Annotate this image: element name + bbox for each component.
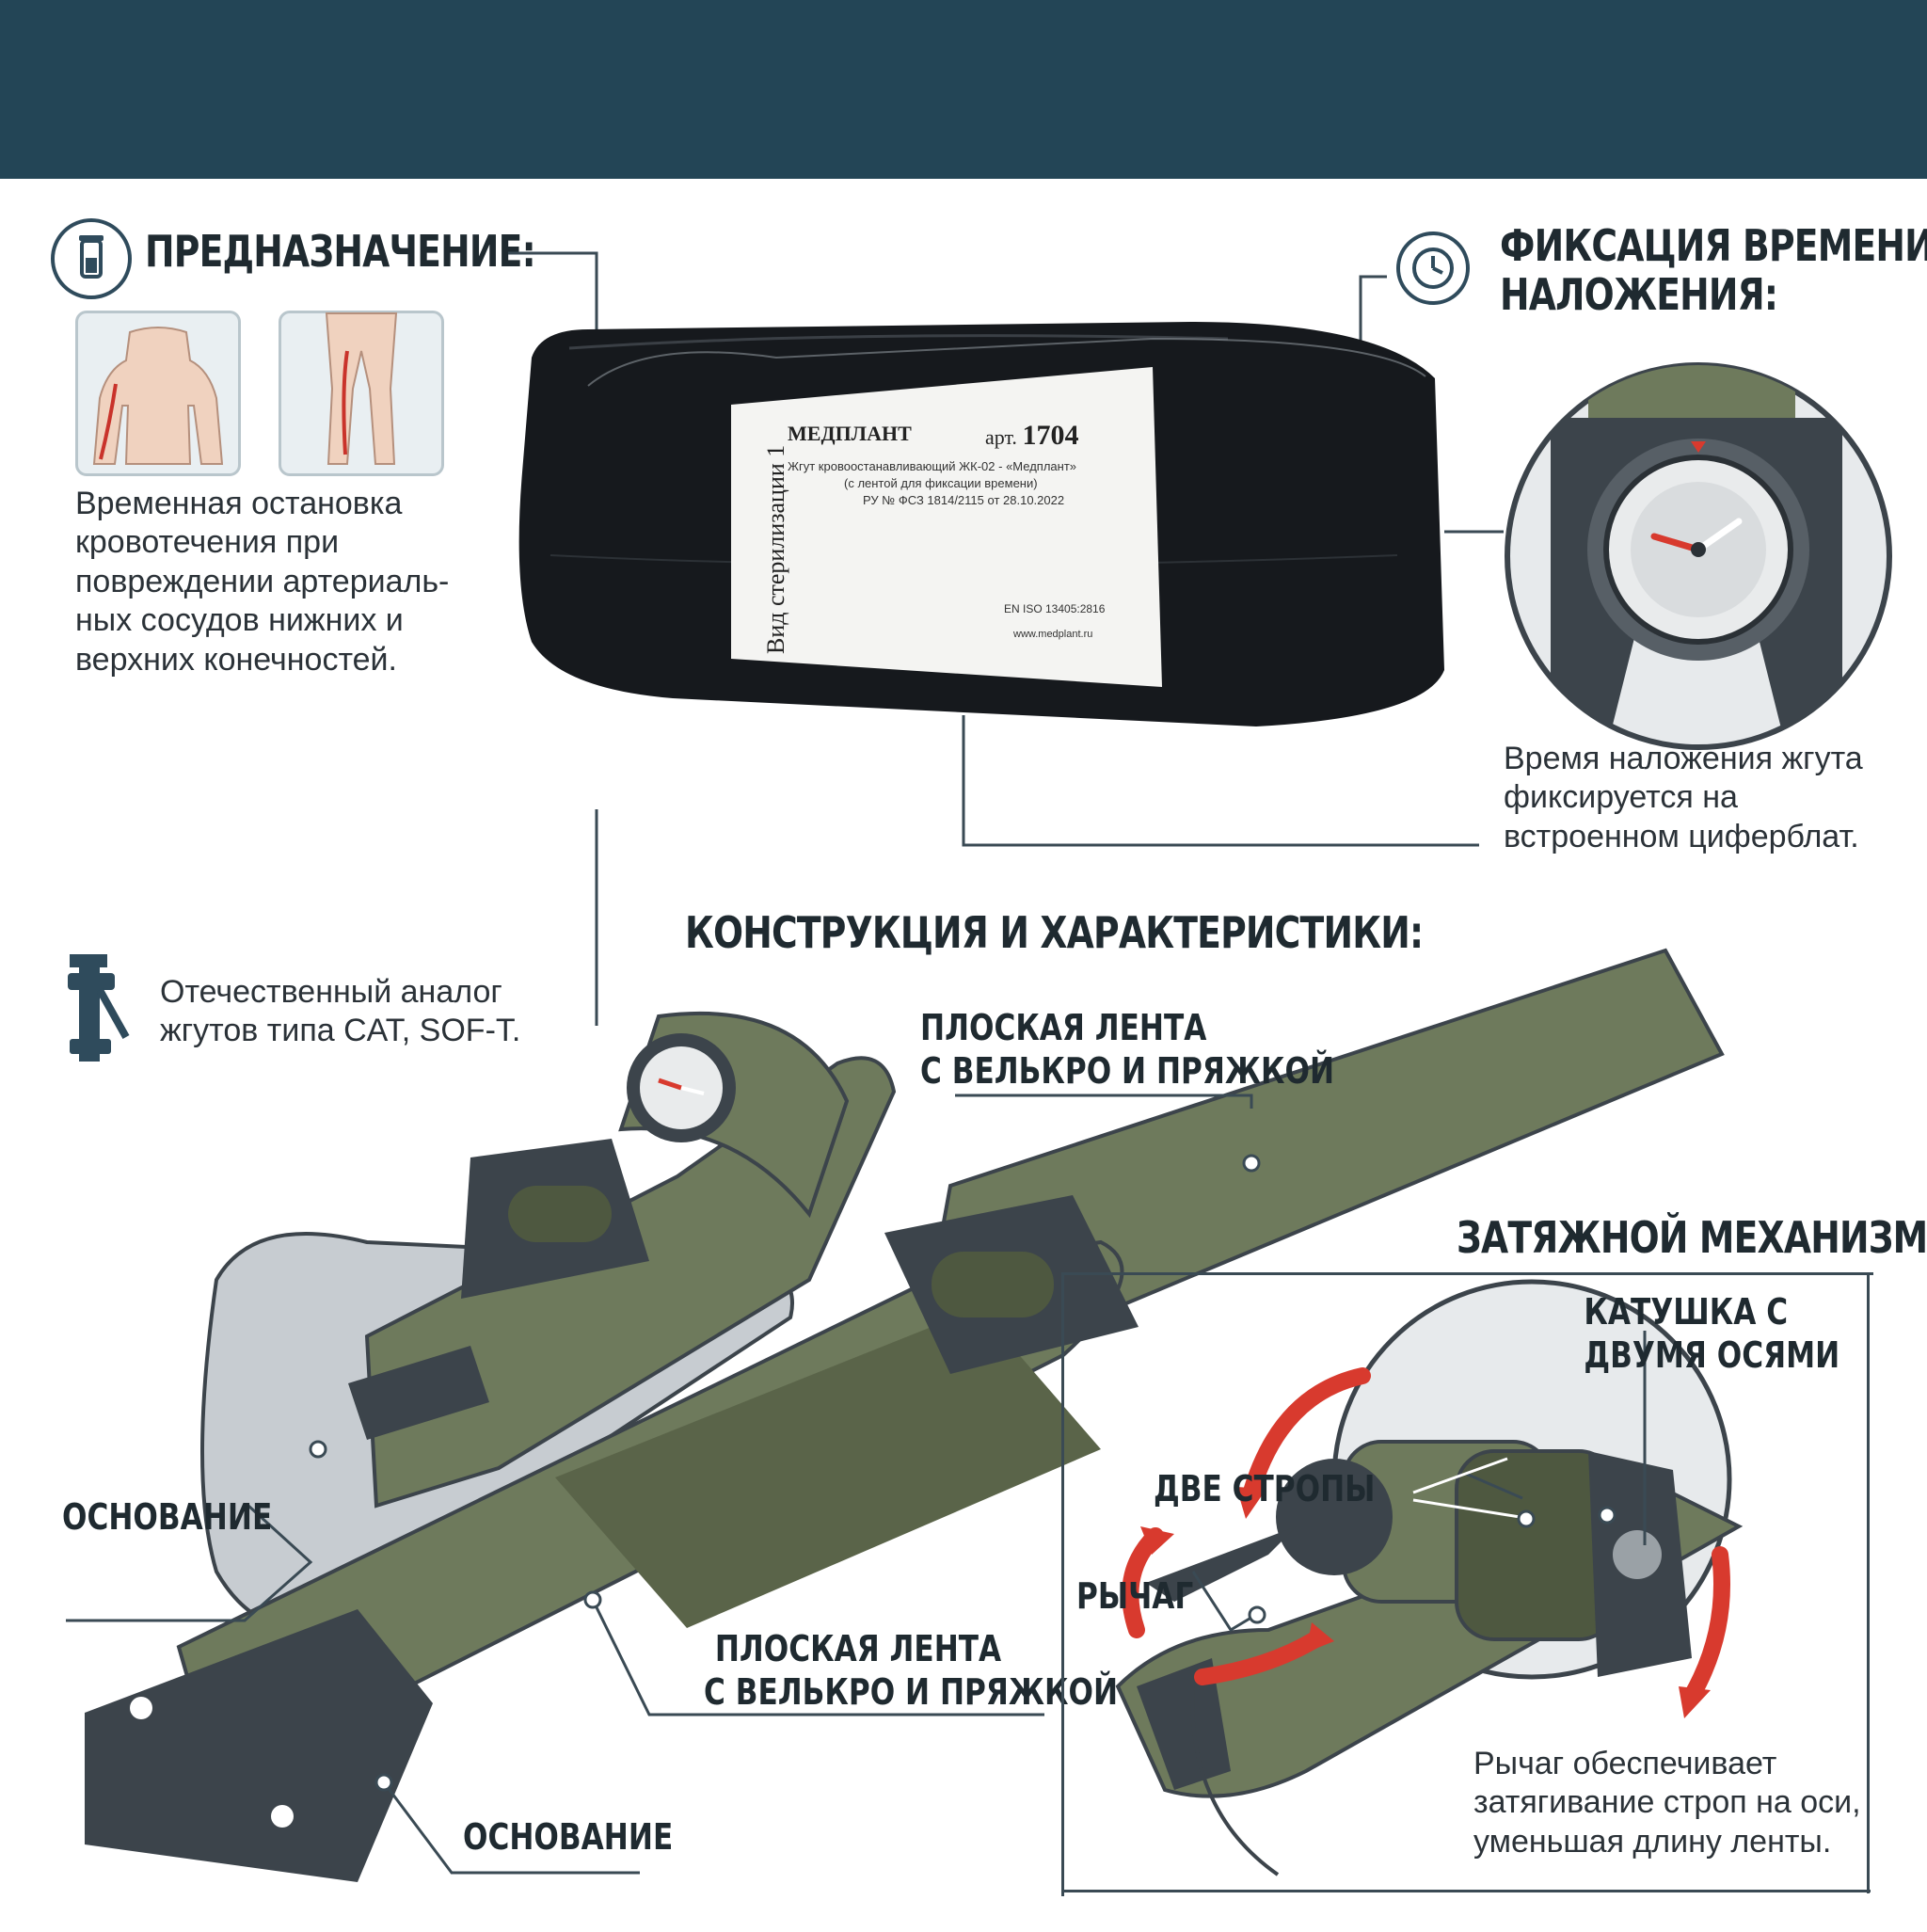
mechanism-frame — [1061, 1272, 1873, 1896]
analog-line-1: Отечественный аналог — [160, 974, 502, 1010]
mechanism-line-2: затягивание строп на оси, — [1473, 1784, 1861, 1821]
base-bottom-label: ОСНОВАНИЕ — [463, 1816, 674, 1858]
mechanism-frame-right — [1867, 1272, 1870, 1893]
tourniquet-icon — [62, 952, 130, 1075]
strap-top-label: ПЛОСКАЯ ЛЕНТА С ВЕЛЬКРО И ПРЯЖКОЙ — [920, 1007, 1334, 1093]
package-line-3: РУ № ФСЗ 1814/2115 от 28.10.2022 — [863, 493, 1065, 507]
analog-line-2: жгутов типа CAT, SOF-T. — [160, 1013, 521, 1049]
strap-bottom-label: ПЛОСКАЯ ЛЕНТА С ВЕЛЬКРО И ПРЯЖКОЙ — [704, 1628, 1119, 1714]
two-straps-label: ДВЕ СТРОПЫ — [1154, 1468, 1376, 1509]
strap-bottom-line-1: ПЛОСКАЯ ЛЕНТА — [714, 1628, 1002, 1669]
mechanism-frame-bottom — [1061, 1890, 1871, 1892]
construction-heading: КОНСТРУКЦИЯ И ХАРАКТЕРИСТИКИ: — [685, 907, 1424, 958]
purpose-line-3: повреждении артериаль- — [75, 563, 450, 599]
spool-line-2: ДВУМЯ ОСЯМИ — [1584, 1333, 1840, 1376]
package-brand: МЕДПЛАНТ — [788, 422, 912, 445]
legs-icon — [279, 311, 444, 476]
purpose-heading: ПРЕДНАЗНАЧЕНИЕ: — [145, 226, 536, 277]
purpose-line-4: ных сосудов нижних и — [75, 602, 404, 639]
strap-top-line-2: С ВЕЛЬКРО И ПРЯЖКОЙ — [920, 1049, 1335, 1092]
package-label: МЕДПЛАНТ арт. 1704 Жгут кровоостанавлива… — [778, 414, 1145, 659]
time-fix-text: Время наложения жгута фиксируется на вст… — [1504, 740, 1863, 856]
base-left-label: ОСНОВАНИЕ — [62, 1496, 273, 1538]
time-fix-line-1: Время наложения жгута — [1504, 741, 1863, 776]
spool-line-1: КАТУШКА С — [1584, 1291, 1789, 1333]
time-fix-line-2: фиксируется на — [1504, 779, 1738, 816]
package-art-label: арт. — [985, 425, 1017, 449]
purpose-line-1: Временная остановка — [75, 486, 403, 521]
time-fix-heading-line-2: НАЛОЖЕНИЯ: — [1500, 268, 1778, 320]
package-iso: EN ISO 13405:2816 — [1004, 602, 1106, 615]
analog-text: Отечественный аналог жгутов типа CAT, SO… — [160, 973, 520, 1051]
purpose-text: Временная остановка кровотечения при пов… — [75, 485, 449, 679]
mechanism-illustration — [1061, 1272, 1871, 1893]
package-art: арт. 1704 — [985, 420, 1078, 452]
body-arm-icon — [75, 311, 241, 476]
purpose-line-5: верхних конечностей. — [75, 641, 397, 678]
top-banner — [0, 0, 1927, 179]
time-dial-illustration — [1504, 361, 1893, 751]
package-line-2: (с лентой для фиксации времени) — [844, 476, 1038, 490]
mechanism-line-1: Рычаг обеспечивает — [1473, 1746, 1777, 1781]
clock-icon — [1396, 232, 1470, 305]
time-fix-heading: ФИКСАЦИЯ ВРЕМЕНИ НАЛОЖЕНИЯ: — [1500, 220, 1927, 320]
time-fix-heading-line-1: ФИКСАЦИЯ ВРЕМЕНИ — [1500, 220, 1927, 271]
strap-bottom-line-2: С ВЕЛЬКРО И ПРЯЖКОЙ — [704, 1670, 1119, 1713]
package-photo: МЕДПЛАНТ арт. 1704 Жгут кровоостанавлива… — [513, 320, 1463, 734]
mechanism-heading: ЗАТЯЖНОЙ МЕХАНИЗМ — [1457, 1212, 1927, 1263]
strap-top-line-1: ПЛОСКАЯ ЛЕНТА — [920, 1007, 1207, 1048]
time-fix-line-3: встроенном циферблат. — [1504, 818, 1859, 854]
package-art-number: 1704 — [1022, 420, 1079, 451]
test-tube-icon — [51, 218, 132, 299]
package-url: www.medplant.ru — [1013, 629, 1093, 640]
mechanism-line-3: уменьшая длину ленты. — [1473, 1823, 1832, 1860]
lever-label: РЫЧАГ — [1076, 1575, 1194, 1617]
package-line-1: Жгут кровоостанавливающий ЖК-02 - «Медпл… — [788, 459, 1077, 473]
purpose-line-2: кровотечения при — [75, 524, 340, 561]
mechanism-text: Рычаг обеспечивает затягивание строп на … — [1473, 1745, 1861, 1861]
spool-label: КАТУШКА С ДВУМЯ ОСЯМИ — [1584, 1291, 1840, 1377]
